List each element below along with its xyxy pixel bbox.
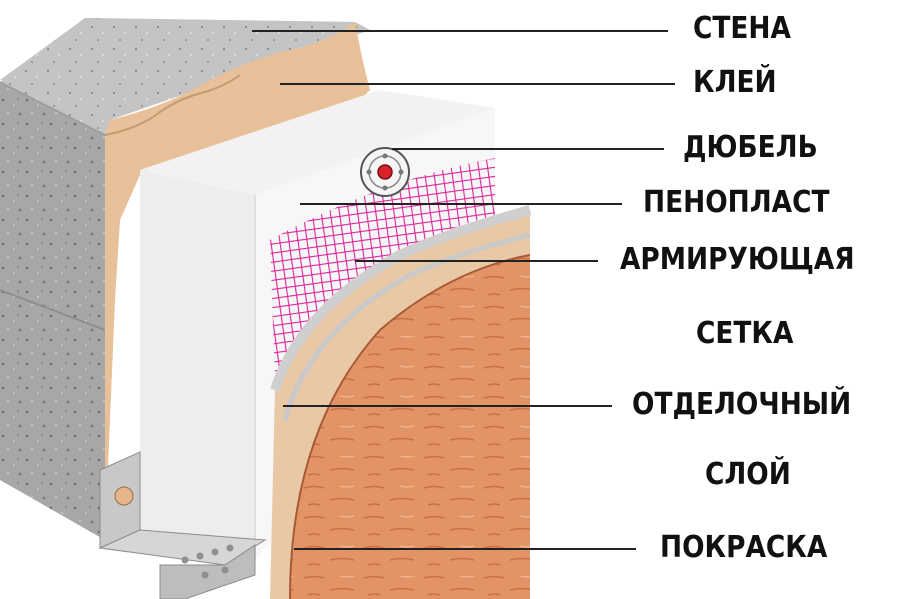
label-glue: КЛЕЙ (693, 65, 777, 100)
label-paint: ПОКРАСКА (660, 530, 828, 565)
starter-profile-icon (98, 451, 267, 599)
leader-lines (252, 30, 675, 550)
label-mesh-line1: АРМИРУЮЩАЯ (620, 242, 855, 277)
label-foam: ПЕНОПЛАСТ (643, 185, 830, 220)
wall-block (0, 18, 370, 540)
label-mesh-line2: СЕТКА (696, 316, 794, 351)
dowel-icon (360, 147, 410, 197)
reinforcing-mesh (270, 158, 495, 380)
label-finish-line2: СЛОЙ (705, 457, 791, 492)
label-dowel: ДЮБЕЛЬ (683, 130, 818, 165)
label-finish-line1: ОТДЕЛОЧНЫЙ (632, 387, 852, 422)
glue-layer (104, 22, 370, 540)
paint-layer (289, 254, 531, 599)
label-wall: СТЕНА (693, 11, 791, 46)
